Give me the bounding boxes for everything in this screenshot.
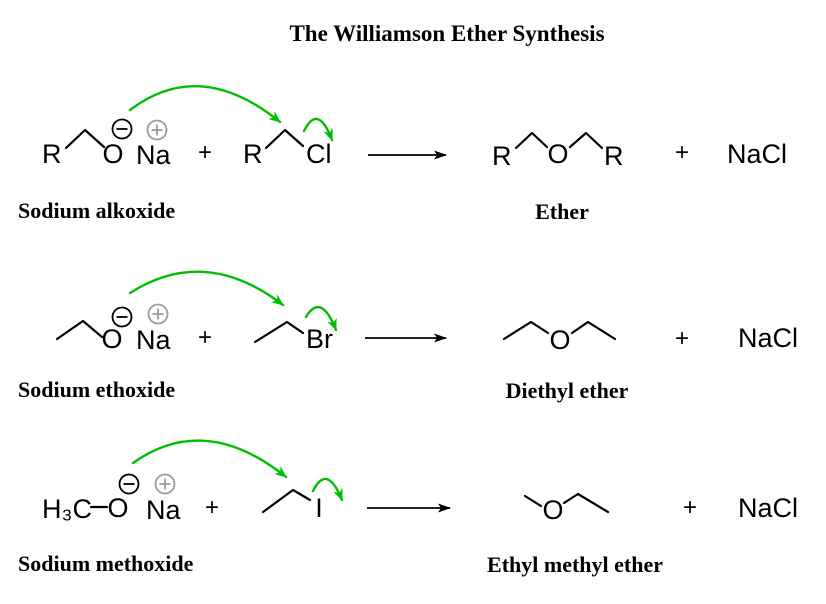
oxygen-atom: O xyxy=(107,493,128,523)
r-group-label: R xyxy=(243,139,263,169)
sodium-atom: Na xyxy=(136,325,171,355)
electron-pair-arrow xyxy=(128,85,282,124)
nacl-label: NaCl xyxy=(727,139,787,169)
plus-sign: + xyxy=(683,494,697,521)
product-caption: Diethyl ether xyxy=(506,378,629,403)
plus-sign: + xyxy=(205,494,219,521)
leaving-group-arrow xyxy=(302,117,334,142)
plus-sign: + xyxy=(198,139,212,166)
r-group-label: R xyxy=(604,141,624,171)
bond xyxy=(502,320,550,341)
oxygen-atom: O xyxy=(549,325,570,355)
bond xyxy=(253,320,305,344)
reactant-caption: Sodium ethoxide xyxy=(18,377,175,402)
bond xyxy=(261,488,312,514)
oxygen-atom: O xyxy=(102,139,123,169)
bromine-atom: Br xyxy=(306,324,333,354)
plus-sign: + xyxy=(675,139,689,166)
minus-charge-icon xyxy=(118,473,140,495)
r-group-label: R xyxy=(492,141,512,171)
minus-charge-icon xyxy=(111,118,133,140)
nacl-label: NaCl xyxy=(738,323,798,353)
plus-charge-icon xyxy=(147,303,169,325)
methyl-group-label: H₃C xyxy=(42,494,92,524)
bond xyxy=(514,131,549,150)
oxygen-atom: O xyxy=(542,495,563,525)
product-caption: Ethyl methyl ether xyxy=(487,552,663,577)
oxygen-atom: O xyxy=(101,324,122,354)
bond xyxy=(568,131,604,150)
reaction-row-3: H₃C O Na + I O + NaCl Sodium methoxide E… xyxy=(18,439,798,577)
oxygen-atom: O xyxy=(547,139,568,169)
plus-charge-icon xyxy=(146,119,168,141)
bond xyxy=(55,319,104,341)
minus-charge-icon xyxy=(111,306,133,328)
electron-pair-arrow xyxy=(131,439,288,479)
reaction-row-2: O Na + Br O + NaCl Sodium ethoxide Dieth… xyxy=(18,270,798,403)
bond xyxy=(264,128,305,150)
leaving-group-arrow xyxy=(304,305,338,332)
chlorine-atom: Cl xyxy=(306,139,332,169)
sodium-atom: Na xyxy=(136,140,171,170)
reactant-caption: Sodium alkoxide xyxy=(18,198,175,223)
reaction-row-1: R O Na + R Cl R O R + NaCl Sodium alkoxi… xyxy=(18,85,787,224)
page-title: The Williamson Ether Synthesis xyxy=(289,21,604,46)
leaving-group-arrow xyxy=(311,477,344,502)
bond xyxy=(64,128,106,150)
r-group-label: R xyxy=(42,139,62,169)
bond xyxy=(562,492,610,514)
sodium-atom: Na xyxy=(146,495,181,525)
bond xyxy=(570,320,617,341)
reactant-caption: Sodium methoxide xyxy=(18,551,194,576)
plus-charge-icon xyxy=(154,473,176,495)
plus-sign: + xyxy=(675,325,689,352)
product-caption: Ether xyxy=(535,199,589,224)
nacl-label: NaCl xyxy=(738,493,798,523)
bond xyxy=(523,494,543,508)
plus-sign: + xyxy=(198,324,212,351)
iodine-atom: I xyxy=(315,493,323,523)
electron-pair-arrow xyxy=(128,270,285,307)
